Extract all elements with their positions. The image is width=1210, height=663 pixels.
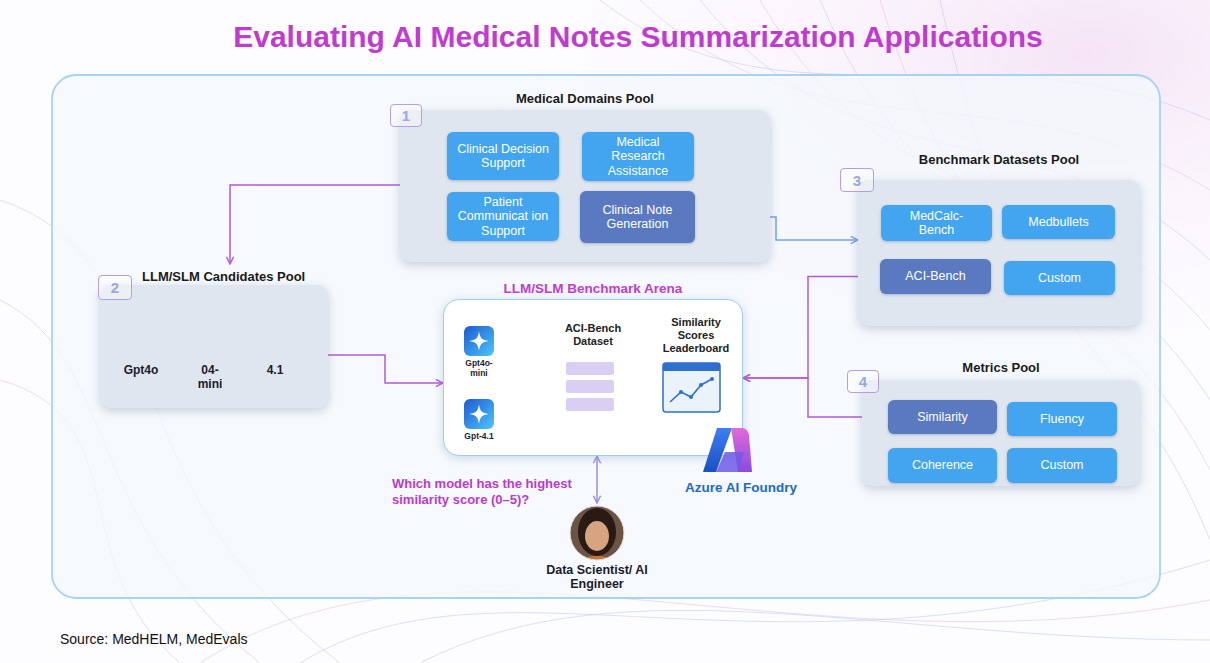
pool-group: Gpt4o- miniGpt-4.1 ACI-Bench Dataset Simil… <box>443 279 743 456</box>
decor-wave <box>200 592 1210 663</box>
model-icon-node: Gpt4o- mini <box>456 326 502 379</box>
callout-number: 3 <box>840 168 874 192</box>
option-box: Similarity <box>888 400 997 434</box>
arena-item: Similarity Scores Leaderboard <box>654 316 738 356</box>
node-label: MedCalc- Bench <box>906 209 968 238</box>
node-label: Patient Communicat ion Support <box>453 195 553 238</box>
decor-wave <box>420 610 1210 663</box>
option-box: MedCalc- Bench <box>881 205 992 241</box>
node-label: Clinical Decision Support <box>453 142 553 171</box>
photo-ring <box>570 506 624 560</box>
person-photo <box>568 504 626 580</box>
node-label: Coherence <box>912 458 973 472</box>
chart-dot <box>699 383 703 387</box>
pool-heading: Medical Domains Pool <box>400 88 770 106</box>
icon-star <box>469 404 489 424</box>
model-icon-node: 4.1 <box>245 316 305 378</box>
photo-face <box>585 521 609 551</box>
node-label: Similarity <box>917 410 968 424</box>
node-label: Fluency <box>1040 412 1084 426</box>
node-label: Gpt4o <box>111 364 171 378</box>
model-icon-node: Gpt4o <box>111 316 171 378</box>
pool-heading: Metrics Pool <box>862 358 1140 375</box>
chart-line <box>670 379 712 402</box>
question-note: Which model has the highest similarity s… <box>392 476 584 507</box>
callout-number: 4 <box>847 370 879 393</box>
option-box: ACI-Bench <box>880 259 991 294</box>
pool-group: Gpt4o 04- mini 4.1 LLM/SLM Candidates Pool <box>100 264 328 408</box>
option-box: Fluency <box>1007 402 1117 436</box>
pool-group: Similarity FluencyCoherence Custom Metrics … <box>862 358 1140 486</box>
callout-number: 1 <box>390 104 422 127</box>
chart-header <box>663 363 720 371</box>
person-node: Data Scientist/ AI Engineer <box>545 503 649 592</box>
outer-panel <box>52 75 1160 598</box>
icon-tile <box>464 399 494 429</box>
node-label: 4.1 <box>245 364 305 378</box>
node-label: Similarity Scores Leaderboard <box>654 316 738 356</box>
photo-hair <box>578 508 616 556</box>
diagram-title: Evaluating AI Medical Notes Summarizatio… <box>80 20 1196 54</box>
pool-heading: LLM/SLM Candidates Pool <box>100 264 328 284</box>
connector-arrow <box>328 355 443 383</box>
pool-heading: LLM/SLM Benchmark Arena <box>443 279 743 296</box>
dataset-row <box>566 398 614 411</box>
photo-body <box>575 556 619 580</box>
pool-heading: Benchmark Datasets Pool <box>858 150 1140 167</box>
dataset-row <box>566 380 614 393</box>
node-label: ACI-Bench <box>905 269 965 283</box>
icon-tile <box>464 326 494 356</box>
icon-star <box>469 331 489 351</box>
chart-dot <box>689 395 693 399</box>
model-icon-node: Gpt-4.1 <box>454 399 504 442</box>
model-icon <box>464 399 494 429</box>
chart-dot <box>679 390 683 394</box>
brand-label: Azure AI Foundry <box>678 480 804 495</box>
option-box: Clinical Note Generation <box>580 191 695 243</box>
model-icon <box>464 326 494 356</box>
photo-background <box>568 504 626 562</box>
node-label: Data Scientist/ AI Engineer <box>545 563 649 592</box>
source-note: Source: MedHELM, MedEvals <box>60 631 460 647</box>
arena-item: ACI-Bench Dataset <box>561 322 625 348</box>
pool-panel <box>858 180 1140 326</box>
option-box: Medbullets <box>1002 205 1115 239</box>
node-label: 04- mini <box>190 364 230 392</box>
node-label: Medbullets <box>1028 215 1088 229</box>
option-box: Medical Research Assistance <box>582 132 694 181</box>
callout-number: 2 <box>98 275 132 300</box>
node-label: Custom <box>1038 271 1081 285</box>
arena-spacer <box>443 299 743 456</box>
node-label: Medical Research Assistance <box>588 135 688 178</box>
chart-dot <box>710 377 714 381</box>
option-box: Coherence <box>888 448 997 483</box>
node-label: ACI-Bench Dataset <box>561 322 625 348</box>
pool-group: MedCalc- Bench MedbulletsACI-Bench Custom B… <box>858 150 1140 326</box>
connector-arrow <box>230 185 400 264</box>
option-box: Custom <box>1004 261 1115 295</box>
dataset-row <box>566 362 614 375</box>
model-icon-node: 04- mini <box>190 316 230 392</box>
node-label: Clinical Note Generation <box>586 203 689 232</box>
node-label: Custom <box>1040 458 1083 472</box>
connector-arrow <box>596 456 598 503</box>
node-label: Gpt4o- mini <box>456 359 502 379</box>
option-box: Custom <box>1007 448 1117 483</box>
chart-frame <box>663 363 720 412</box>
azure-logo-right <box>731 428 752 472</box>
azure-logo-bar <box>716 452 744 472</box>
azure-logo-left <box>703 428 732 472</box>
option-box: Patient Communicat ion Support <box>447 192 559 241</box>
pool-group: Clinical Decision Support Medical Researc… <box>400 88 770 262</box>
option-box: Clinical Decision Support <box>447 132 559 180</box>
node-label: Gpt-4.1 <box>454 432 504 442</box>
